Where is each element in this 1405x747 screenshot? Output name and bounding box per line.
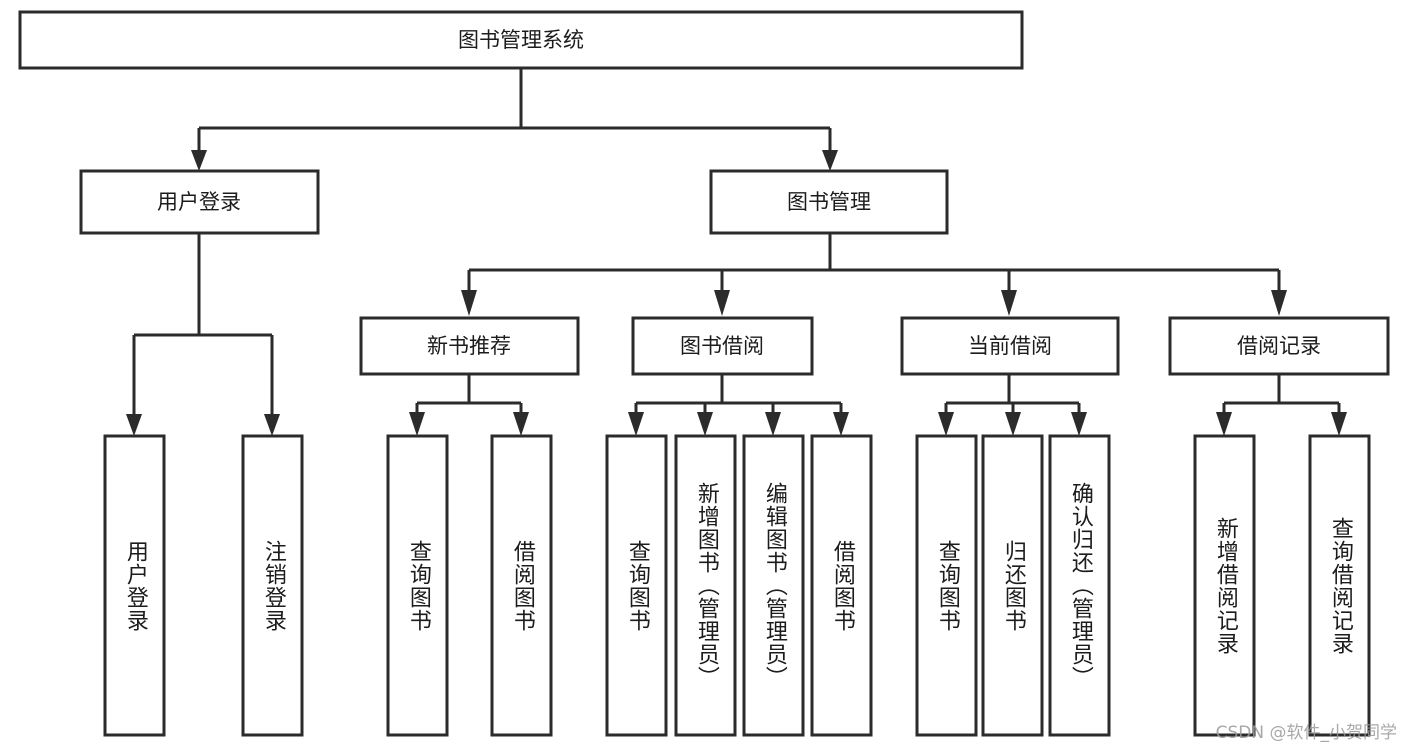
node-borrow-record-label: 借阅记录: [1237, 334, 1321, 358]
arrowhead-newbook-leaf-2: [513, 412, 529, 436]
node-book-management-label: 图书管理: [787, 190, 871, 214]
node-user-login-label: 用户登录: [157, 190, 241, 214]
arrowhead-user-login: [191, 150, 207, 171]
node-root-label: 图书管理系统: [458, 28, 584, 52]
node-leaf-query-book-3-box[interactable]: [915, 434, 978, 737]
node-leaf-add-record-box[interactable]: [1193, 434, 1256, 737]
arrowhead-book-mgmt: [822, 150, 838, 171]
arrowhead-borrowrecord-leaf-2: [1331, 412, 1347, 436]
arrowhead-newbook-leaf-1: [409, 412, 425, 436]
arrowhead-currentborrow-leaf-1: [938, 412, 954, 436]
arrowhead-borrow-record: [1271, 290, 1287, 316]
node-new-book-recommend-label: 新书推荐: [427, 334, 511, 358]
arrowhead-bookborrow-leaf-1: [628, 412, 644, 436]
arrowhead-bookborrow-leaf-3: [765, 412, 781, 436]
node-book-borrow-box[interactable]: [631, 316, 814, 376]
node-leaf-logout-box[interactable]: [241, 434, 304, 737]
node-current-borrow-label: 当前借阅: [968, 334, 1052, 358]
arrowhead-book-borrow: [714, 290, 730, 316]
node-user-login-box[interactable]: [79, 169, 320, 235]
node-leaf-borrow-book-1-box[interactable]: [490, 434, 553, 737]
arrowhead-leaf-logout: [264, 414, 280, 436]
node-root-box[interactable]: [18, 10, 1024, 70]
node-borrow-record-box[interactable]: [1168, 316, 1390, 376]
arrowhead-currentborrow-leaf-3: [1071, 412, 1087, 436]
node-leaf-borrow-book-2-box[interactable]: [810, 434, 873, 737]
nodes: 图书管理系统 用户登录 图书管理 新书推荐 图书借阅 当前借阅 借阅记录: [18, 10, 1390, 737]
arrowhead-borrowrecord-leaf-1: [1216, 412, 1232, 436]
node-book-borrow-label: 图书借阅: [680, 334, 764, 358]
node-leaf-confirm-return-box[interactable]: [1048, 434, 1111, 737]
node-leaf-user-login-box[interactable]: [103, 434, 166, 737]
node-new-book-recommend-box[interactable]: [359, 316, 580, 376]
node-leaf-return-book-box[interactable]: [981, 434, 1044, 737]
node-leaf-edit-book-box[interactable]: [742, 434, 805, 737]
arrowhead-current-borrow: [1001, 290, 1017, 316]
node-current-borrow-box[interactable]: [900, 316, 1120, 376]
node-leaf-query-book-1-box[interactable]: [386, 434, 449, 737]
node-leaf-add-book-box[interactable]: [674, 434, 737, 737]
arrowhead-bookborrow-leaf-4: [833, 412, 849, 436]
node-book-management-box[interactable]: [709, 169, 949, 235]
arrowhead-new-book-recommend: [461, 290, 477, 316]
arrowhead-bookborrow-leaf-2: [697, 412, 713, 436]
arrowhead-leaf-user-login: [126, 414, 142, 436]
connectors: [126, 68, 1347, 436]
arrowhead-currentborrow-leaf-2: [1005, 412, 1021, 436]
node-leaf-query-record-box[interactable]: [1308, 434, 1371, 737]
node-leaf-query-book-2-box[interactable]: [605, 434, 668, 737]
